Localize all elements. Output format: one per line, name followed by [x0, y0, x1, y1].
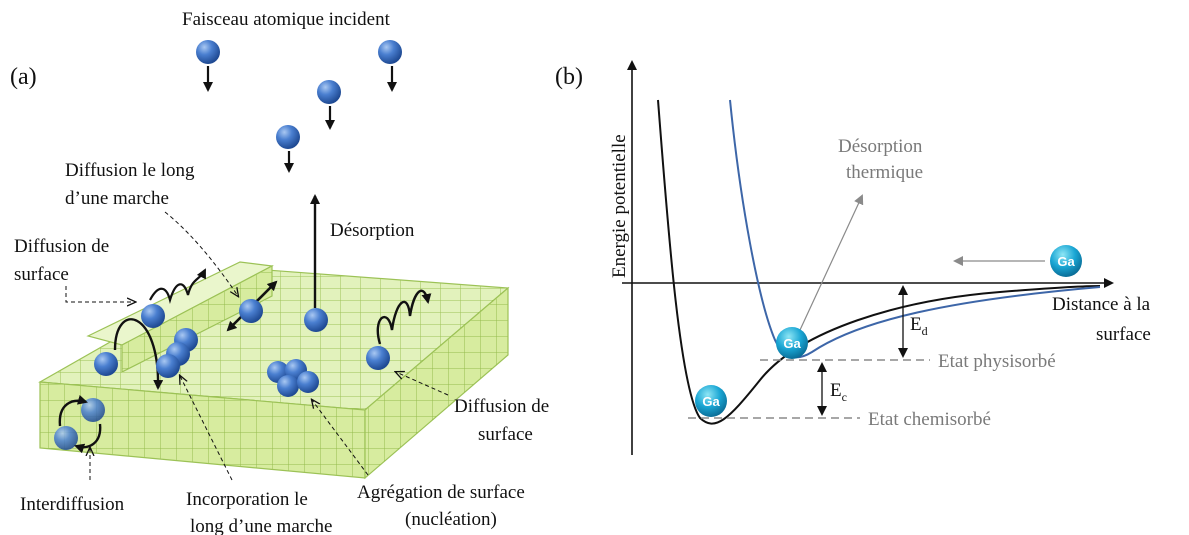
- diffusing-atom-right: [366, 346, 390, 370]
- thermal-desorption-arrow: [799, 194, 864, 331]
- incorporation-label-1: Incorporation le: [186, 489, 308, 510]
- panel-b-label: (b): [555, 64, 583, 90]
- svg-text:Ga: Ga: [783, 336, 801, 351]
- panel-a-label: (a): [10, 64, 37, 90]
- incident-atom: [196, 40, 220, 92]
- step-diffusion-label-1: Diffusion le long: [65, 160, 195, 181]
- ed-label: Ed: [910, 314, 928, 338]
- svg-text:Ga: Ga: [1057, 254, 1075, 269]
- ec-label: Ec: [830, 380, 847, 404]
- chemisorbed-label: Etat chemisorbé: [868, 409, 991, 430]
- surface-diffusion-right-label-1: Diffusion de: [454, 396, 549, 417]
- incident-beam-label: Faisceau atomique incident: [182, 9, 391, 30]
- interdiffusion-atom: [54, 426, 78, 450]
- surface-diffusion-right-label-2: surface: [478, 424, 533, 445]
- physisorbed-label: Etat physisorbé: [938, 351, 1056, 372]
- x-axis-label-2: surface: [1096, 324, 1151, 345]
- step-atom: [239, 299, 263, 323]
- incorporation-label-2: long d’une marche: [190, 516, 332, 535]
- interdiffusion-label: Interdiffusion: [20, 494, 125, 515]
- interdiffusion-arrow: [74, 423, 102, 454]
- x-axis-label-1: Distance à la: [1052, 294, 1151, 315]
- interdiffusion-arrow: [58, 394, 88, 427]
- panel-a: (a) Faisceau atomique incident: [10, 9, 549, 535]
- ga-atom-incoming: Ga: [1050, 245, 1082, 277]
- incorporated-atom: [156, 354, 180, 378]
- chemisorption-curve: [657, 99, 1101, 425]
- ga-atom-chemisorbed: Ga: [695, 385, 727, 417]
- surface-diffusion-left-label-2: surface: [14, 264, 69, 285]
- terrace-atom: [141, 304, 165, 328]
- incident-atom: [378, 40, 402, 92]
- desorbing-atom: [304, 308, 328, 332]
- surface-diffusion-wiggle: [149, 268, 206, 305]
- hopping-atom: [94, 352, 118, 376]
- ga-atom-physisorbed: Ga: [776, 327, 808, 359]
- aggregation-label-2: (nucléation): [405, 509, 497, 530]
- thermal-desorption-label-1: Désorption: [838, 136, 923, 157]
- desorption-label: Désorption: [330, 220, 415, 241]
- aggregation-label-1: Agrégation de surface: [357, 482, 525, 503]
- svg-text:Ga: Ga: [702, 394, 720, 409]
- surface-diffusion-wiggle-right: [376, 289, 432, 345]
- step-diffusion-label-2: d’une marche: [65, 188, 169, 209]
- nucleation-cluster: [267, 359, 319, 397]
- y-axis-label: Energie potentielle: [609, 134, 630, 278]
- surface-diffusion-left-label-1: Diffusion de: [14, 236, 109, 257]
- thermal-desorption-label-2: thermique: [846, 162, 923, 183]
- incident-atom: [276, 125, 300, 173]
- incident-atom: [317, 80, 341, 130]
- panel-b: (b) Energie potentielle Distance à la su…: [555, 60, 1151, 455]
